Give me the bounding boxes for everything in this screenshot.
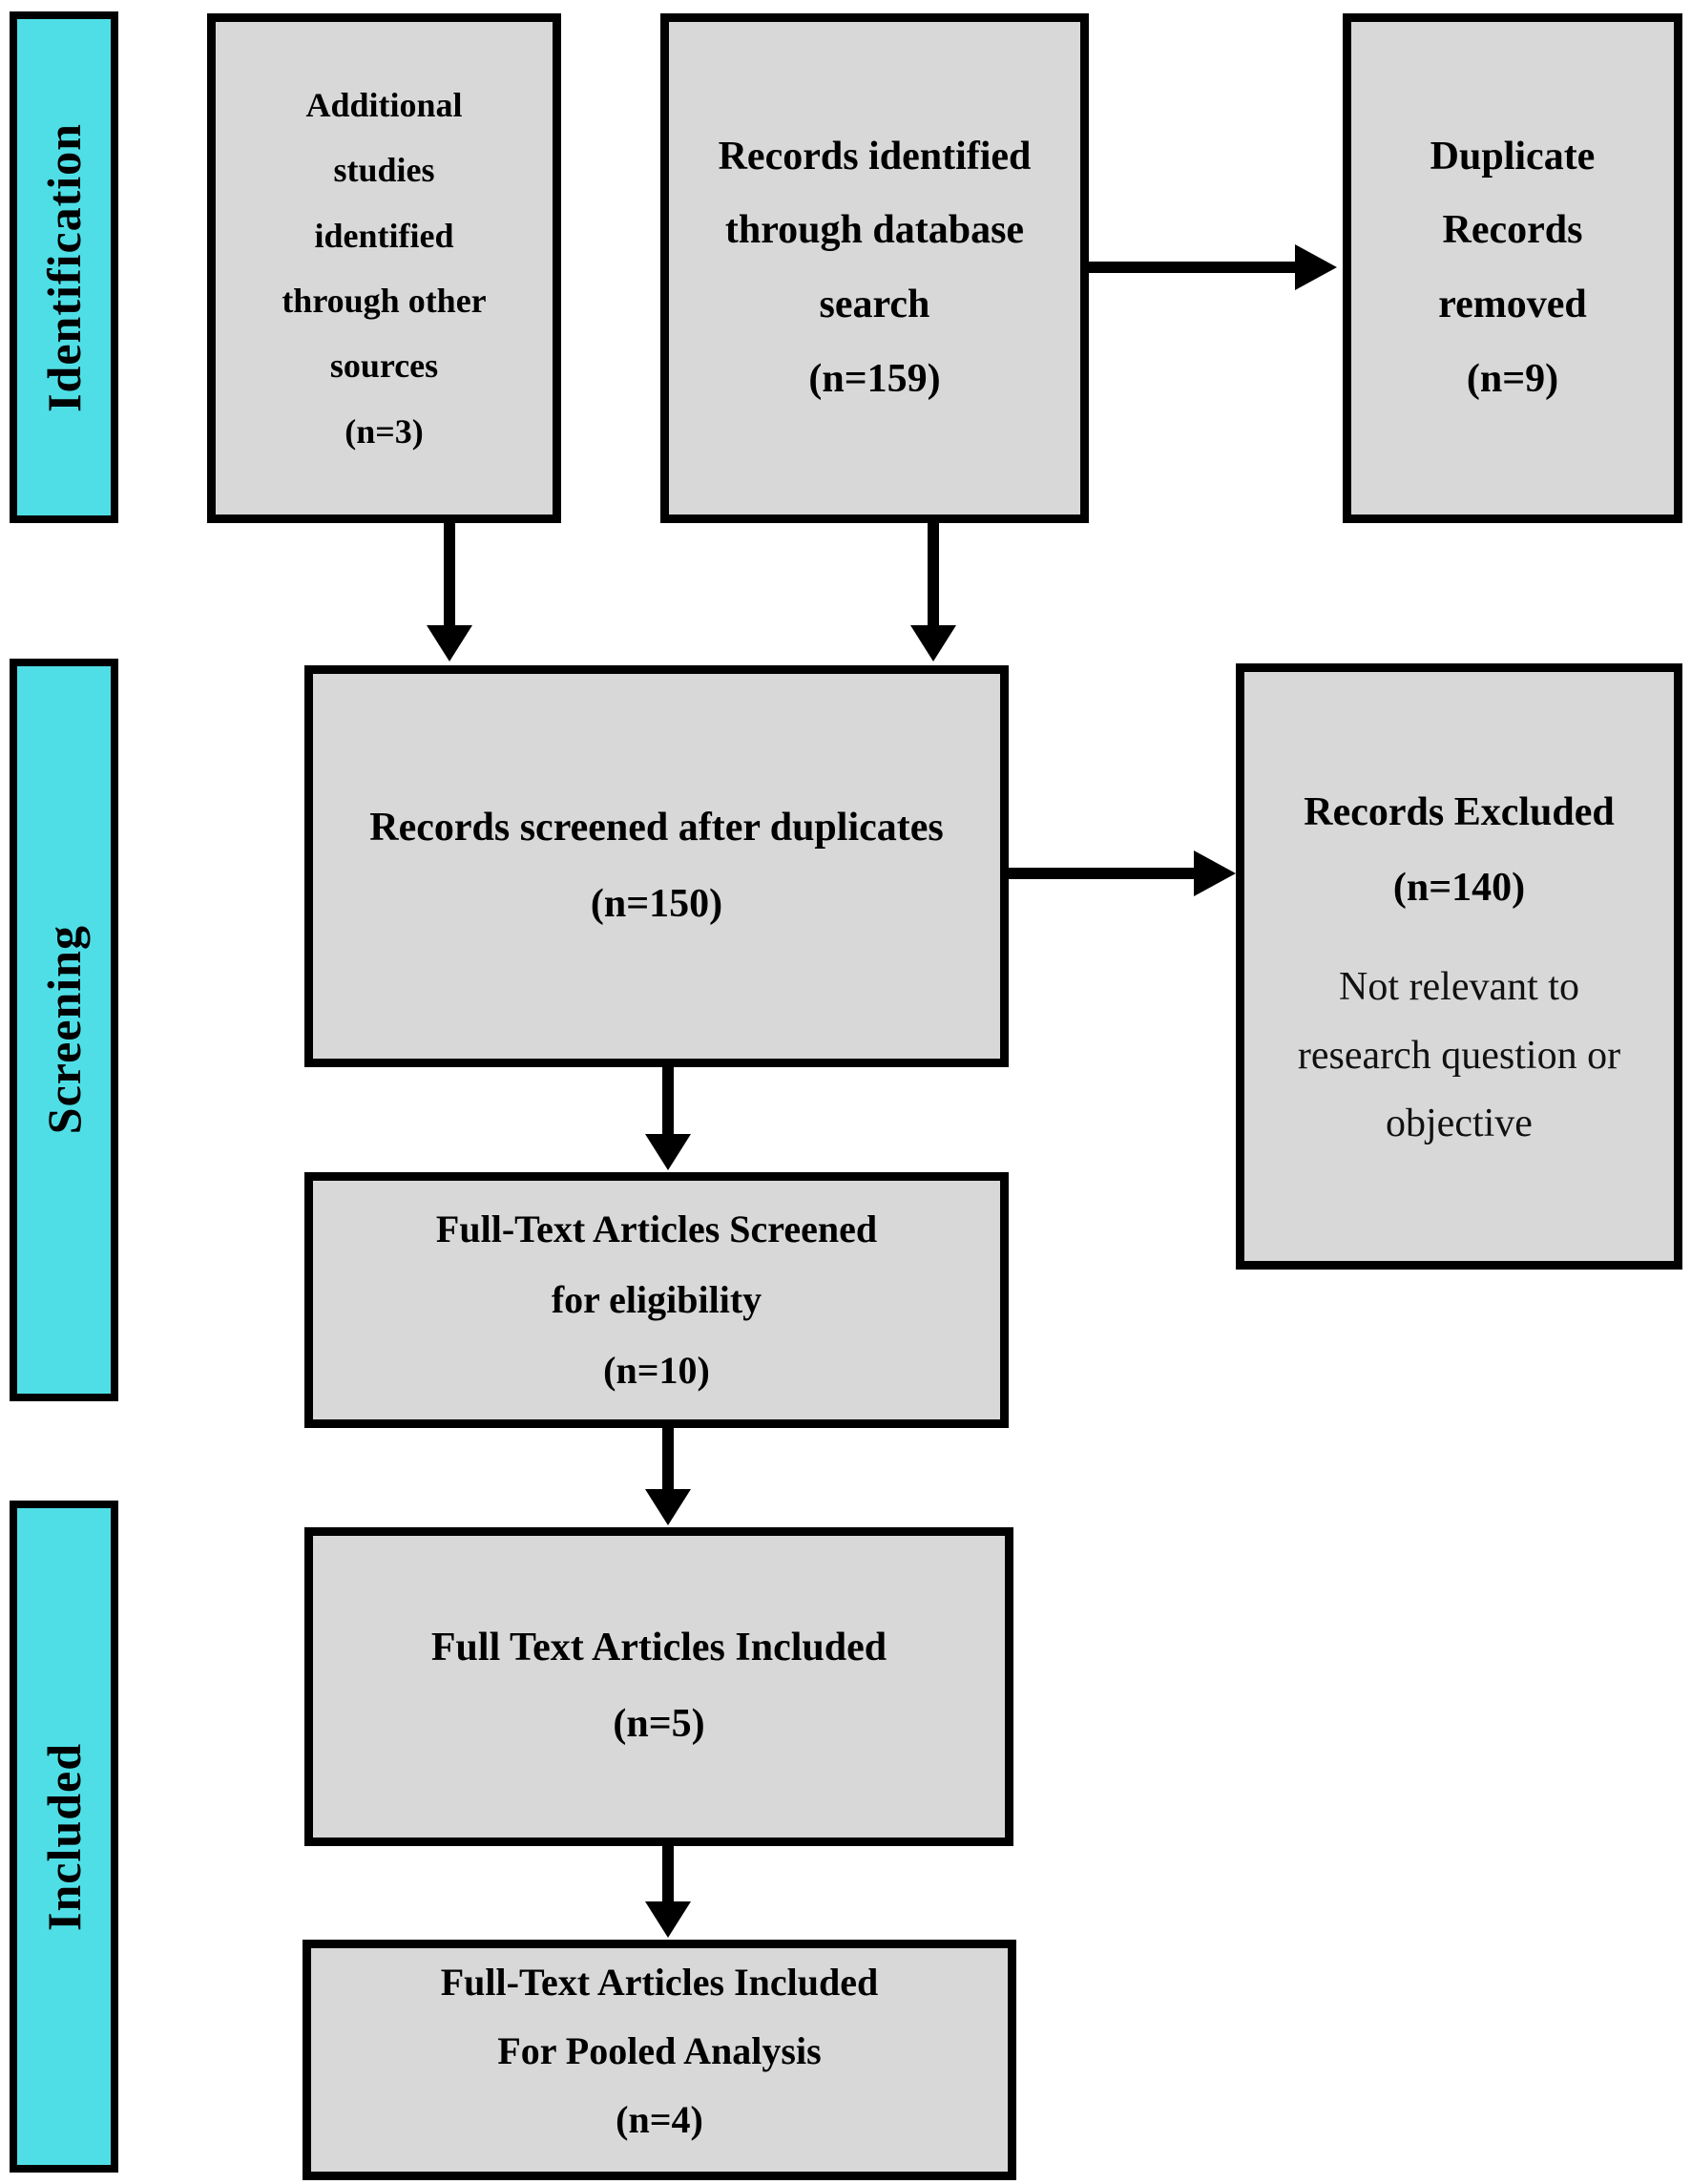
arrow-identified-to-duplicates bbox=[1089, 244, 1337, 290]
records-screened-text: Records screened after duplicates (n=150… bbox=[369, 805, 944, 926]
arrow-head-down-icon bbox=[910, 625, 956, 662]
box-duplicate-records-removed: Duplicate Records removed (n=9) bbox=[1343, 13, 1682, 523]
duplicate-records-removed-text: Duplicate Records removed (n=9) bbox=[1430, 134, 1596, 401]
fulltext-articles-screened-text: Full-Text Articles Screened for eligibil… bbox=[435, 1208, 878, 1392]
box-fulltext-pooled-analysis: Full-Text Articles Included For Pooled A… bbox=[303, 1940, 1016, 2180]
box-records-identified: Records identified through database sear… bbox=[660, 13, 1089, 523]
records-excluded-note: Not relevant to research question or obj… bbox=[1297, 965, 1621, 1145]
box-fulltext-articles-included: Full Text Articles Included (n=5) bbox=[304, 1527, 1013, 1846]
additional-studies-text: Additional studies identified through ot… bbox=[282, 85, 487, 451]
fulltext-pooled-analysis-text: Full-Text Articles Included For Pooled A… bbox=[440, 1961, 879, 2141]
arrow-head-down-icon bbox=[427, 625, 472, 662]
box-fulltext-articles-screened: Full-Text Articles Screened for eligibil… bbox=[304, 1172, 1009, 1428]
box-additional-studies: Additional studies identified through ot… bbox=[207, 13, 561, 523]
arrow-head-right-icon bbox=[1194, 850, 1236, 896]
arrow-shaft bbox=[662, 1428, 674, 1491]
stage-bar-identification: Identification bbox=[10, 11, 118, 523]
arrow-shaft bbox=[662, 1067, 674, 1136]
arrow-included-to-pooled bbox=[645, 1846, 691, 1938]
arrow-head-down-icon bbox=[645, 1134, 691, 1170]
arrow-shaft bbox=[1009, 868, 1196, 879]
box-records-excluded: Records Excluded (n=140) Not relevant to… bbox=[1236, 663, 1682, 1270]
arrow-additional-to-screened bbox=[427, 523, 472, 662]
arrow-head-right-icon bbox=[1295, 244, 1337, 290]
arrow-screened-to-fulltext bbox=[645, 1067, 691, 1170]
box-records-screened: Records screened after duplicates (n=150… bbox=[304, 665, 1009, 1067]
stage-bar-included: Included bbox=[10, 1501, 118, 2173]
arrow-shaft bbox=[1089, 262, 1297, 273]
arrow-head-down-icon bbox=[645, 1901, 691, 1938]
arrow-identified-to-screened bbox=[910, 523, 956, 662]
stage-label-identification: Identification bbox=[37, 122, 91, 412]
arrow-head-down-icon bbox=[645, 1489, 691, 1525]
arrow-screened-to-excluded bbox=[1009, 850, 1236, 896]
records-identified-text: Records identified through database sear… bbox=[718, 134, 1032, 401]
stage-label-included: Included bbox=[37, 1742, 91, 1931]
stage-label-screening: Screening bbox=[37, 925, 91, 1135]
arrow-fulltext-to-included bbox=[645, 1428, 691, 1525]
arrow-shaft bbox=[444, 523, 455, 630]
fulltext-articles-included-text: Full Text Articles Included (n=5) bbox=[430, 1626, 887, 1746]
records-excluded-title: Records Excluded (n=140) bbox=[1304, 789, 1615, 911]
arrow-shaft bbox=[928, 523, 939, 630]
stage-bar-screening: Screening bbox=[10, 659, 118, 1401]
arrow-shaft bbox=[662, 1846, 674, 1903]
